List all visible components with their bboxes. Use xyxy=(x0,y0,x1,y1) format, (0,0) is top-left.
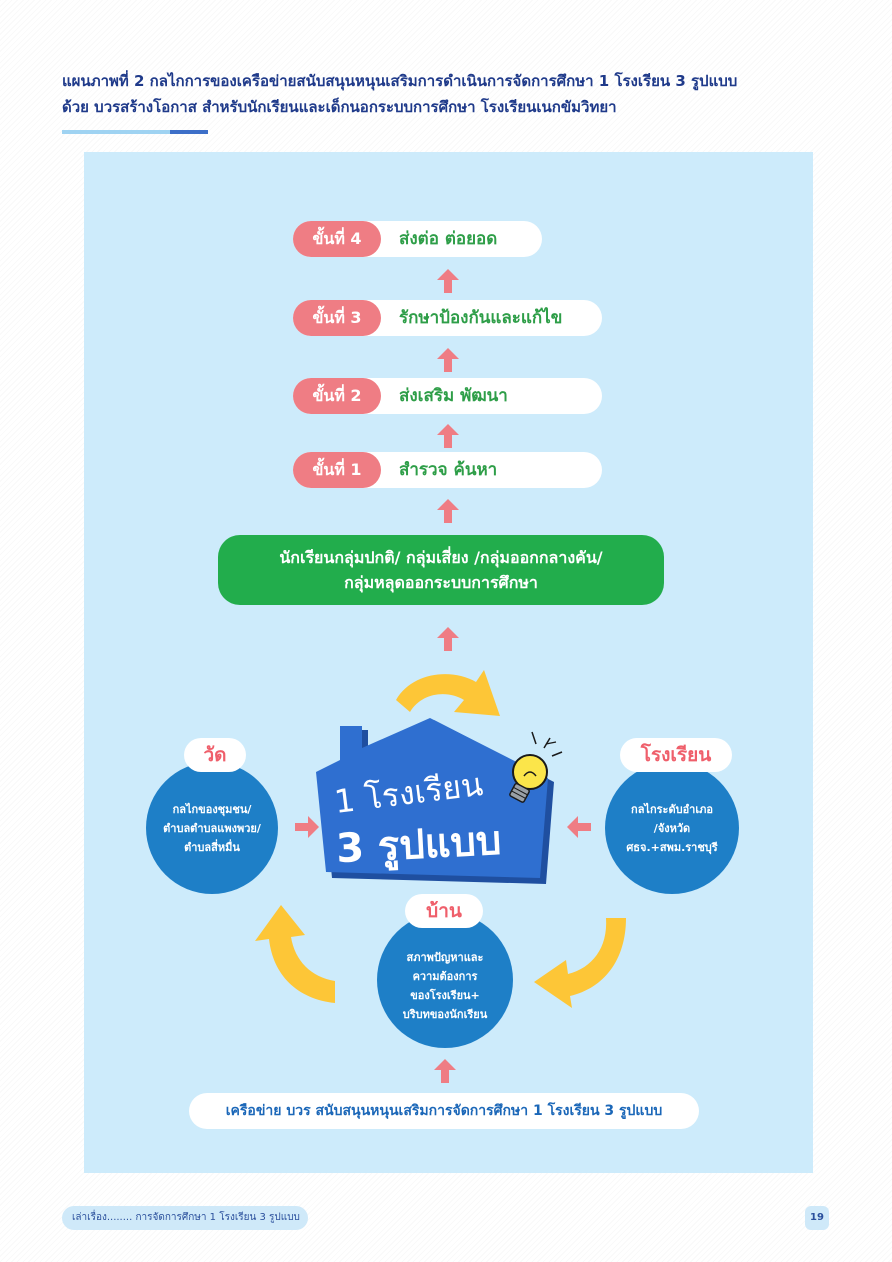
step-3-text: รักษาป้องกันและแก้ไข xyxy=(399,308,563,328)
step-3: ขั้นที่ 3 รักษาป้องกันและแก้ไข xyxy=(293,300,602,336)
home-line-4: บริบทของนักเรียน xyxy=(402,1008,488,1021)
school-line-2: /จังหวัด xyxy=(653,821,691,835)
home-circle: สภาพปัญหาและ ความต้องการ ของโรงเรียน+ บร… xyxy=(377,912,513,1048)
school-label: โรงเรียน xyxy=(620,738,732,772)
title-underline-dark xyxy=(170,130,208,134)
school-line-3: ศธจ.+สพม.ราชบุรี xyxy=(626,840,718,854)
figure-title-line-2: ด้วย บวรสร้างโอกาส สำหรับนักเรียนและเด็ก… xyxy=(62,98,617,116)
step-2-badge: ขั้นที่ 2 xyxy=(293,378,381,414)
left-arrow-icon xyxy=(567,816,591,838)
curved-arrow-icon xyxy=(396,670,500,716)
step-1: ขั้นที่ 1 สำรวจ ค้นหา xyxy=(293,452,602,488)
home-line-2: ความต้องการ xyxy=(412,970,478,983)
step-3-badge: ขั้นที่ 3 xyxy=(293,300,381,336)
lightbulb-icon xyxy=(509,731,563,803)
temple-line-1: กลไกของชุมชน/ xyxy=(172,802,252,816)
network-label: เครือข่าย บวร สนับสนุนหนุนเสริมการจัดการ… xyxy=(189,1093,699,1129)
student-groups-box: นักเรียนกลุ่มปกติ/ กลุ่มเสี่ยง /กลุ่มออก… xyxy=(218,535,664,605)
house-graphic xyxy=(316,718,554,884)
temple-circle: กลไกของชุมชน/ ตำบลตำบลแพงพวย/ ตำบลสี่หมื… xyxy=(146,762,278,894)
temple-line-2: ตำบลตำบลแพงพวย/ xyxy=(163,821,261,835)
title-underline-light xyxy=(62,130,170,134)
school-circle: กลไกระดับอำเภอ /จังหวัด ศธจ.+สพม.ราชบุรี xyxy=(605,762,739,894)
up-arrow-icon xyxy=(434,1059,456,1083)
curved-arrow-icon xyxy=(255,905,335,1003)
right-arrow-icon xyxy=(295,816,319,838)
step-2: ขั้นที่ 2 ส่งเสริม พัฒนา xyxy=(293,378,602,414)
page-number: 19 xyxy=(805,1206,829,1230)
curved-arrow-icon xyxy=(534,918,626,1008)
step-4-text: ส่งต่อ ต่อยอด xyxy=(399,229,498,249)
temple-line-3: ตำบลสี่หมื่น xyxy=(184,840,240,854)
up-arrow-icon xyxy=(437,269,459,293)
up-arrow-icon xyxy=(437,499,459,523)
figure-title-line-1: แผนภาพที่ 2 กลไกการของเครือข่ายสนับสนุนห… xyxy=(62,72,738,90)
figure-title: แผนภาพที่ 2 กลไกการของเครือข่ายสนับสนุนห… xyxy=(62,68,842,120)
step-1-badge: ขั้นที่ 1 xyxy=(293,452,381,488)
home-label: บ้าน xyxy=(405,894,483,928)
step-4-badge: ขั้นที่ 4 xyxy=(293,221,381,257)
school-line-1: กลไกระดับอำเภอ xyxy=(631,802,713,816)
student-groups-line-2: กลุ่มหลุดออกระบบการศึกษา xyxy=(344,573,538,592)
up-arrow-icon xyxy=(437,627,459,651)
step-4: ขั้นที่ 4 ส่งต่อ ต่อยอด xyxy=(293,221,542,257)
temple-label: วัด xyxy=(184,738,246,772)
home-line-3: ของโรงเรียน+ xyxy=(410,989,480,1002)
footer-text: เล่าเรื่อง........ การจัดการศึกษา 1 โรงเ… xyxy=(62,1206,308,1230)
step-1-text: สำรวจ ค้นหา xyxy=(399,460,498,480)
up-arrow-icon xyxy=(437,348,459,372)
center-line-2: 3 รูปแบบ xyxy=(334,817,503,873)
student-groups-line-1: นักเรียนกลุ่มปกติ/ กลุ่มเสี่ยง /กลุ่มออก… xyxy=(279,548,603,567)
step-2-text: ส่งเสริม พัฒนา xyxy=(399,386,508,406)
home-line-1: สภาพปัญหาและ xyxy=(406,951,484,964)
up-arrow-icon xyxy=(437,424,459,448)
